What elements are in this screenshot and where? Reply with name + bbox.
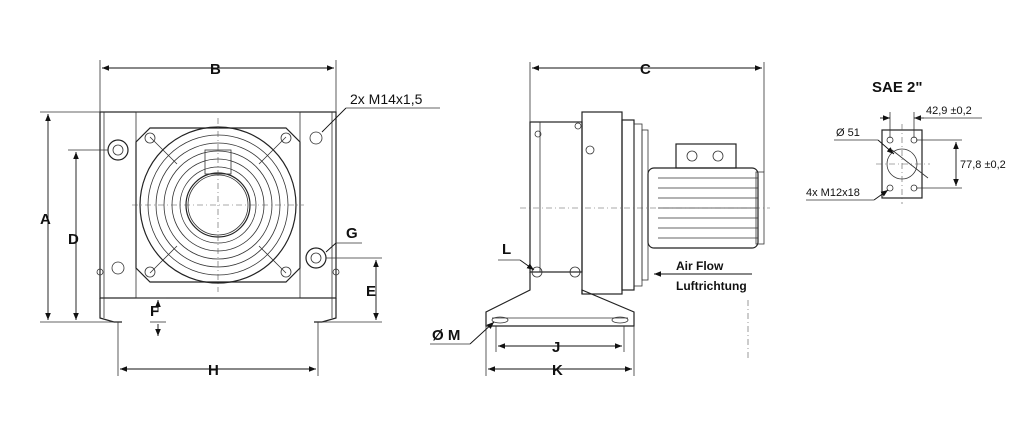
side-core: [529, 121, 583, 273]
side-bolt-left: [531, 266, 543, 278]
side-fan-shroud: [581, 111, 623, 295]
flange-diameter: Ø 51: [836, 127, 860, 139]
sae-flange-detail: SAE 2" 42,9 ±0,2 77,8 ±0,2 Ø 51 4x M12x1…: [806, 79, 1006, 204]
side-view: C J K L Ø M Air Flow Luftrichtung: [430, 61, 770, 379]
right-foot: [314, 298, 337, 323]
dim-E-label: E: [366, 283, 376, 300]
left-foot: [99, 298, 122, 323]
dim-G-label: G: [346, 225, 358, 242]
airflow-label-de: Luftrichtung: [676, 279, 747, 293]
dim-K-label: K: [552, 362, 563, 379]
dim-A-label: A: [40, 211, 51, 228]
port-outlet: [305, 247, 327, 269]
plug-bottom: [111, 261, 125, 275]
flange-bolts: 4x M12x18: [806, 187, 860, 199]
flange-title: SAE 2": [872, 79, 922, 96]
motor: [647, 143, 765, 249]
side-fan-ring: [621, 119, 635, 291]
dim-M-label: Ø M: [432, 327, 460, 344]
front-view: B A D E F H G 2x M14x1,5: [40, 60, 440, 379]
bolt-tr: [280, 132, 292, 144]
bolt-br: [280, 266, 292, 278]
port-inlet: [107, 139, 129, 161]
dim-L-label: L: [502, 241, 511, 258]
dim-C-label: C: [640, 61, 651, 78]
side-base: [485, 272, 635, 327]
side-bolt-right: [569, 266, 581, 278]
airflow-label-en: Air Flow: [676, 259, 724, 273]
dim-H-label: H: [208, 362, 219, 379]
plug-top: [309, 131, 323, 145]
dim-F-label: F: [150, 303, 159, 320]
dim-D-label: D: [68, 231, 79, 248]
bolt-tl: [144, 132, 156, 144]
dim-J-label: J: [552, 339, 560, 356]
bolt-bl: [144, 266, 156, 278]
fan-plate: [135, 127, 301, 283]
flange-height: 77,8 ±0,2: [960, 159, 1006, 171]
dim-B-label: B: [210, 61, 221, 78]
motor-terminal-box: [675, 143, 737, 169]
flange-width: 42,9 ±0,2: [926, 105, 972, 117]
thread-note: 2x M14x1,5: [350, 91, 423, 107]
